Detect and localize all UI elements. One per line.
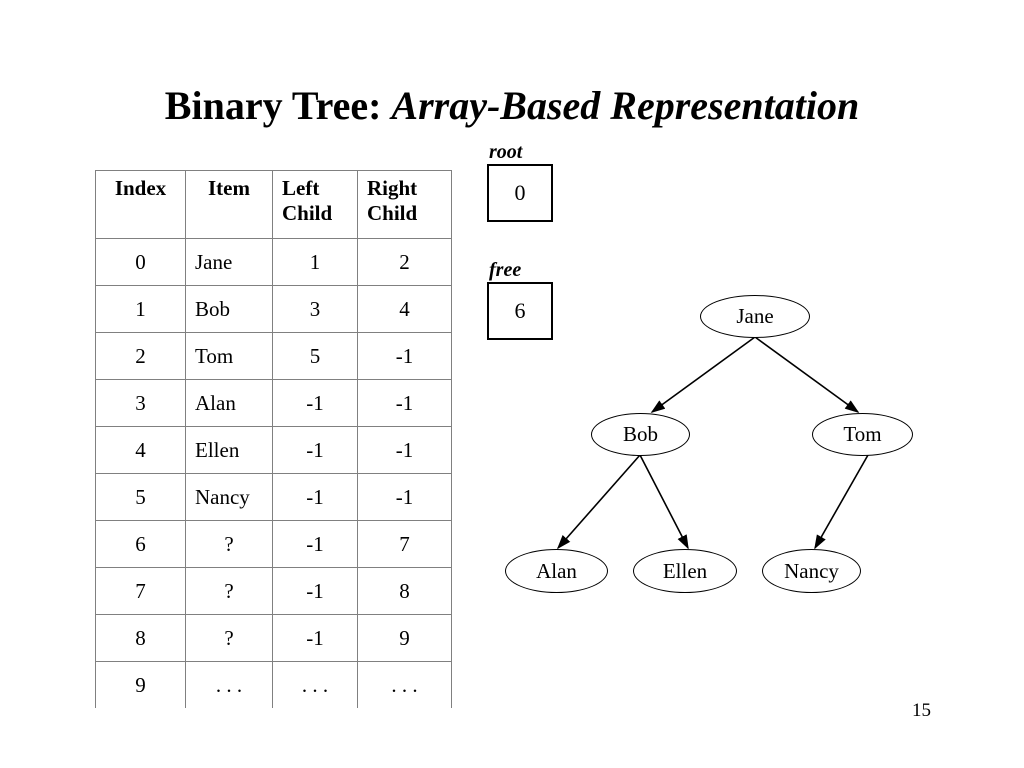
cell-item: Nancy (185, 473, 273, 521)
free-pointer-label: free (489, 259, 522, 281)
cell-item: Bob (185, 285, 273, 333)
tree-node-label: Nancy (784, 558, 839, 583)
tree-edges-group (556, 336, 869, 550)
tree-node-bob: Bob (591, 413, 690, 456)
cell-right-child: -1 (357, 473, 452, 521)
cell-right-child: 9 (357, 614, 452, 662)
table-row: 9. . .. . .. . . (95, 661, 452, 708)
tree-edge-tom-to-nancy (814, 454, 869, 550)
column-header-index: Index (95, 170, 186, 239)
cell-index: 6 (95, 520, 186, 568)
cell-index: 3 (95, 379, 186, 427)
tree-edges-layer (556, 336, 869, 550)
column-header-left-child-line1: Left (282, 176, 320, 200)
tree-node-label: Bob (622, 422, 658, 446)
tree-node-alan: Alan (505, 549, 608, 593)
tree-node-jane: Jane (700, 295, 810, 338)
column-header-item: Item (185, 170, 273, 239)
cell-item: . . . (185, 661, 273, 708)
tree-node-label: Tom (843, 422, 882, 446)
tree-node-tom: Tom (812, 413, 913, 456)
cell-item: ? (185, 614, 273, 662)
cell-item: Alan (185, 379, 273, 427)
cell-index: 1 (95, 285, 186, 333)
cell-index: 5 (95, 473, 186, 521)
cell-item: ? (185, 567, 273, 615)
cell-right-child: 4 (357, 285, 452, 333)
cell-index: 4 (95, 426, 186, 474)
cell-index: 8 (95, 614, 186, 662)
cell-left-child: 3 (272, 285, 358, 333)
page-number: 15 (912, 700, 931, 721)
cell-left-child: -1 (272, 520, 358, 568)
tree-edge-jane-to-tom (754, 336, 860, 413)
tree-edge-bob-to-ellen (639, 454, 689, 550)
cell-index: 2 (95, 332, 186, 380)
tree-edge-jane-to-bob (650, 336, 756, 413)
cell-right-child: -1 (357, 379, 452, 427)
column-header-right-child-line2: Child (367, 201, 418, 225)
cell-right-child: 2 (357, 238, 452, 286)
cell-index: 7 (95, 567, 186, 615)
cell-item: Jane (185, 238, 273, 286)
root-pointer-label: root (489, 141, 523, 163)
tree-node-nancy: Nancy (762, 549, 861, 593)
cell-left-child: 5 (272, 332, 358, 380)
cell-left-child: -1 (272, 614, 358, 662)
column-header-right-child-line1: Right (367, 176, 418, 200)
column-header-left-child-line2: Child (282, 201, 333, 225)
root-pointer: root 0 (487, 140, 553, 222)
cell-left-child: . . . (272, 661, 358, 708)
free-pointer-value-box: 6 (487, 282, 553, 340)
cell-item: Tom (185, 332, 273, 380)
cell-left-child: -1 (272, 473, 358, 521)
cell-right-child: 8 (357, 567, 452, 615)
tree-node-label: Alan (536, 558, 577, 583)
page-title-plain: Binary Tree: (164, 82, 392, 128)
page-title-italic: Array-Based Representation (391, 82, 860, 128)
cell-left-child: -1 (272, 426, 358, 474)
tree-node-label: Ellen (662, 558, 708, 583)
cell-item: ? (185, 520, 273, 568)
root-pointer-value-box: 0 (487, 164, 553, 222)
cell-right-child: . . . (357, 661, 452, 708)
tree-node-label: Jane (736, 304, 774, 328)
cell-index: 9 (95, 661, 186, 708)
cell-left-child: -1 (272, 567, 358, 615)
cell-left-child: -1 (272, 379, 358, 427)
cell-item: Ellen (185, 426, 273, 474)
cell-index: 0 (95, 238, 186, 286)
cell-left-child: 1 (272, 238, 358, 286)
tree-edge-bob-to-alan (556, 454, 641, 550)
cell-right-child: -1 (357, 332, 452, 380)
page-title: Binary Tree: Array-Based Representation (0, 82, 1024, 130)
cell-right-child: 7 (357, 520, 452, 568)
free-pointer: free 6 (487, 258, 553, 340)
cell-right-child: -1 (357, 426, 452, 474)
tree-node-ellen: Ellen (633, 549, 737, 593)
